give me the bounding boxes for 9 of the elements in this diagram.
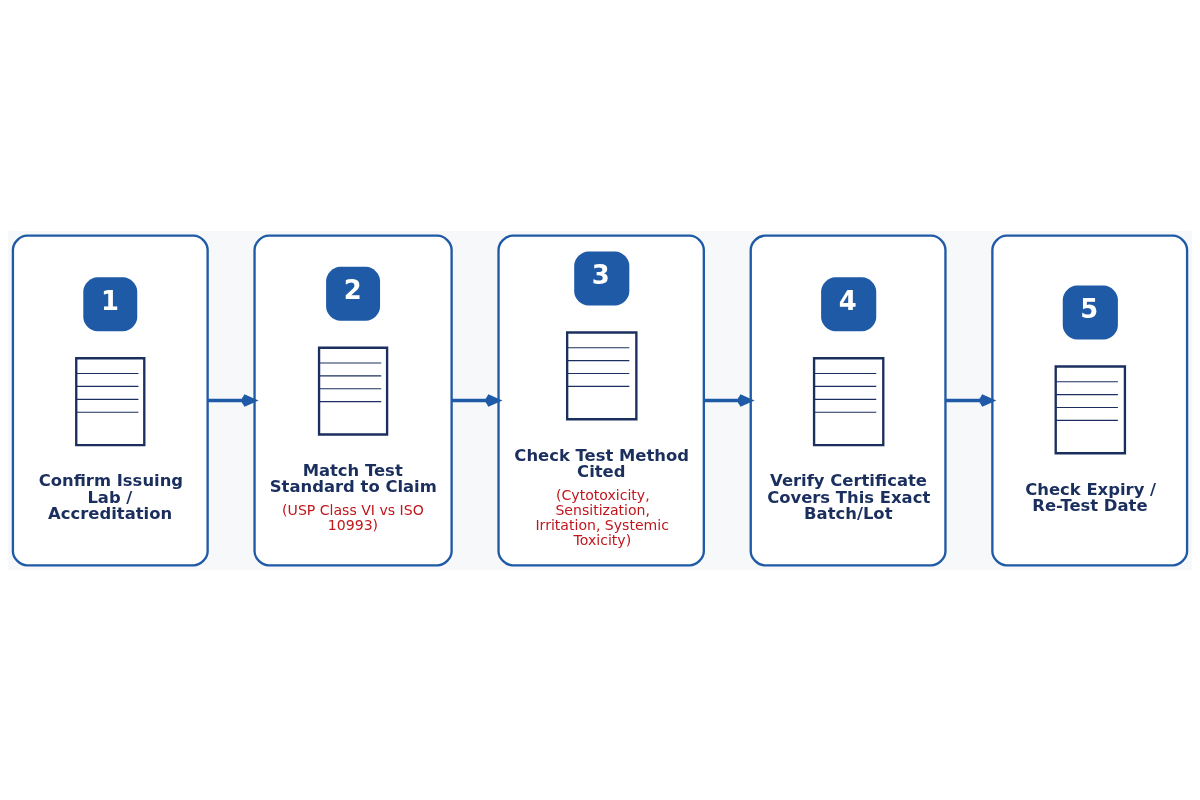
node-box: 2 Match Test Standard to Claim (USP Class VI vs ISO 10993) [253, 234, 453, 566]
node-box: 3 Check Test Method Cited (Cytotoxicity, Sensitization, Irritation, Systemic Toxicity) [497, 234, 705, 566]
arrow [703, 393, 753, 407]
node-box: 4 Verify Certificate Covers This Exact Batch/Lot [749, 234, 947, 566]
node-box: 5 Check Expiry / Re-Test Date [991, 234, 1189, 566]
arrow [207, 393, 257, 407]
node-box: 1 Confirm Issuing Lab / Accreditation [11, 234, 209, 566]
arrow [451, 393, 500, 407]
arrow [945, 393, 994, 407]
